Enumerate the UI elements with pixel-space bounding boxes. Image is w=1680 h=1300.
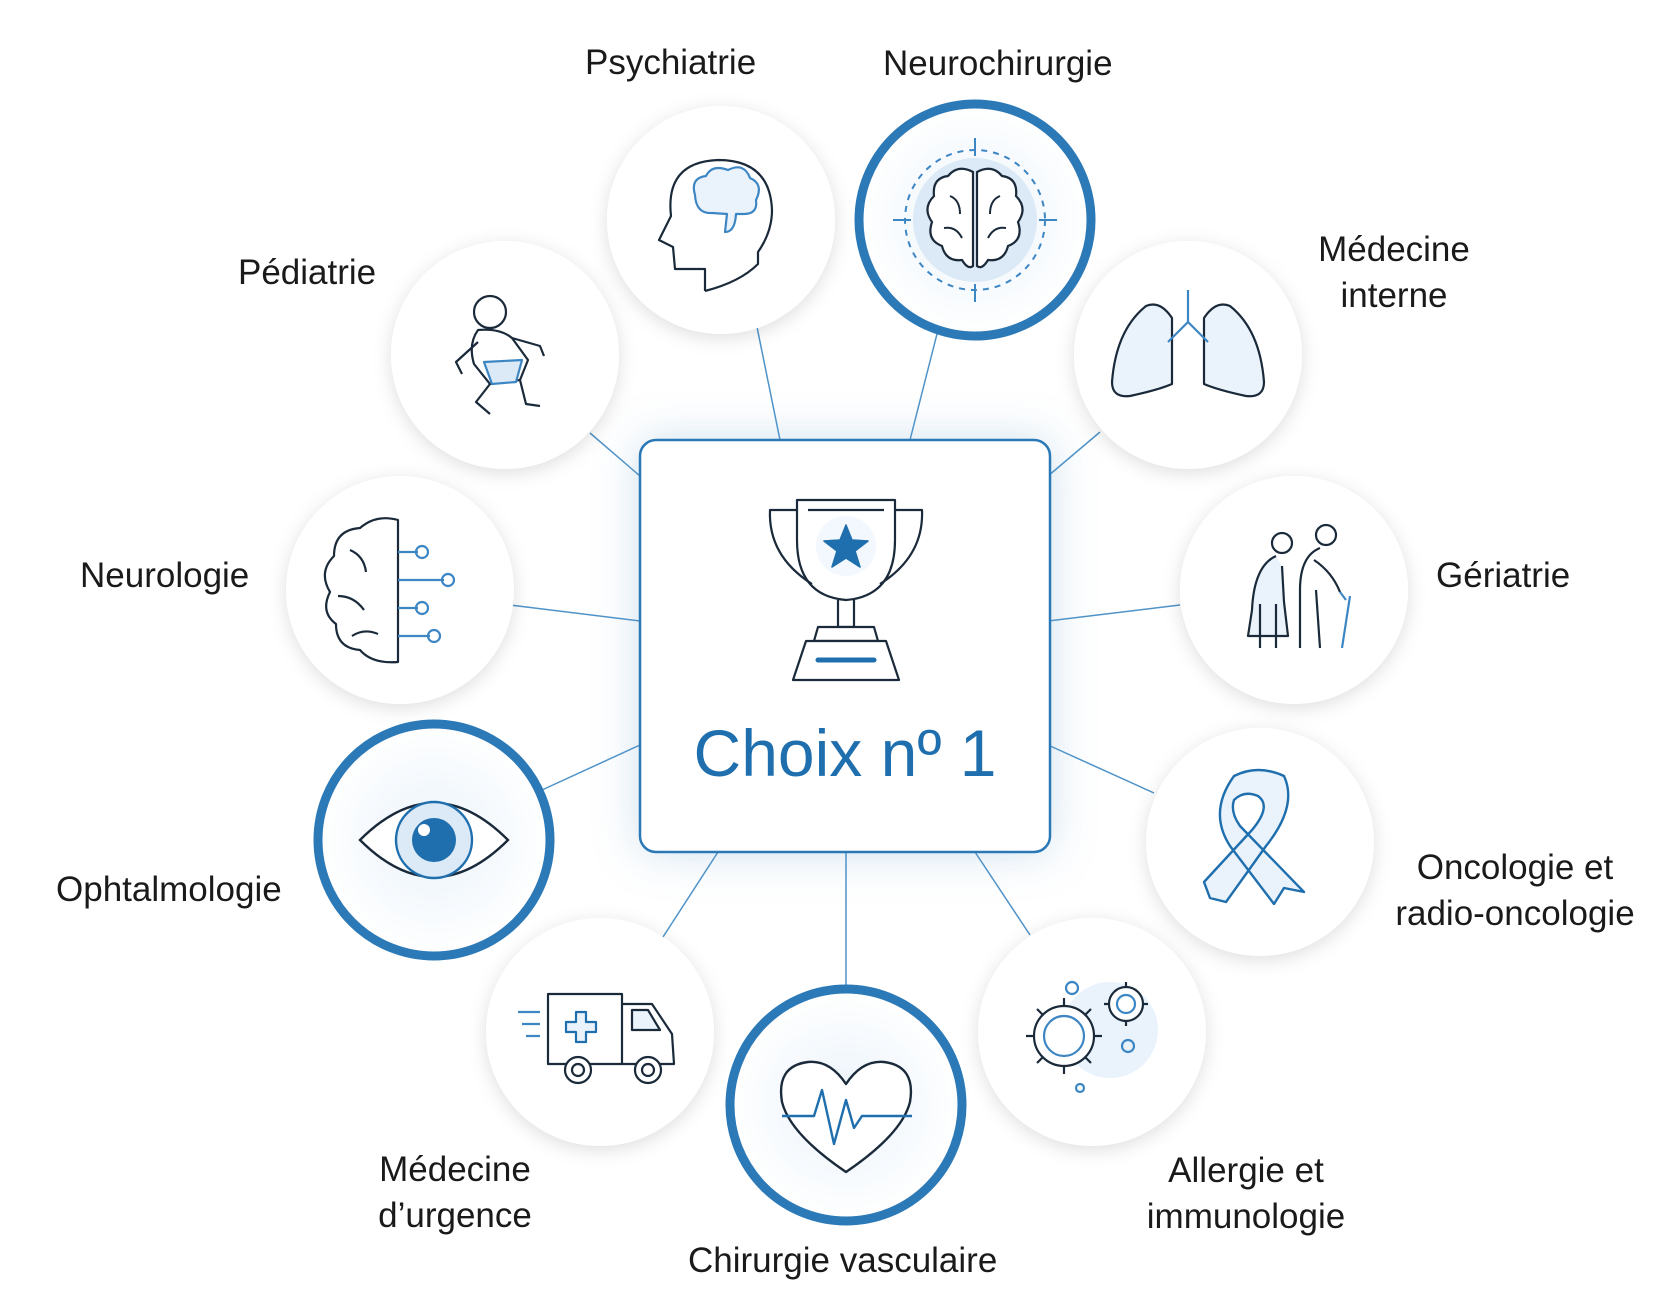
- virus-icon: [1026, 980, 1158, 1094]
- label-neurologie: Neurologie: [80, 556, 250, 595]
- circle-pediatrie: [391, 241, 619, 469]
- connector-allergie: [974, 851, 1031, 936]
- lungs-icon: [1110, 290, 1266, 398]
- brain-circuit-icon: [323, 517, 456, 664]
- connector-medecine-urgence: [662, 851, 719, 938]
- label-medecine-urgence: Médecine d’urgence: [378, 1150, 532, 1235]
- center-card: [638, 438, 1052, 854]
- label-medecine-interne: Médecine interne: [1318, 230, 1470, 315]
- label-chirurgie-vasculaire: Chirurgie vasculaire: [688, 1241, 998, 1280]
- circle-psychiatrie: [607, 106, 835, 334]
- brain-target-icon: [893, 138, 1057, 302]
- head-brain-icon: [657, 158, 774, 293]
- circle-allergie: [978, 918, 1206, 1146]
- label-psychiatrie: Psychiatrie: [585, 43, 757, 82]
- label-allergie: Allergie et immunologie: [1146, 1151, 1346, 1236]
- connector-medecine-interne: [1047, 431, 1101, 477]
- circle-neurologie: [286, 476, 514, 704]
- circle-medecine-urgence: [486, 918, 714, 1146]
- center-title: Choix nº 1: [693, 716, 997, 790]
- heart-pulse-icon: [779, 1060, 913, 1174]
- trophy-star-icon: [768, 498, 924, 682]
- connector-psychiatrie: [756, 326, 781, 441]
- label-oncologie: Oncologie et radio-oncologie: [1395, 848, 1635, 933]
- label-ophtalmologie: Ophtalmologie: [56, 870, 282, 909]
- circle-neurochirurgie: [854, 99, 1096, 341]
- label-geriatrie: Gériatrie: [1436, 556, 1571, 595]
- connector-ophtalmologie: [541, 744, 641, 791]
- circle-geriatrie: [1180, 476, 1408, 704]
- label-neurochirurgie: Neurochirurgie: [883, 44, 1113, 83]
- eye-icon: [358, 800, 510, 880]
- connector-geriatrie: [1047, 604, 1181, 622]
- connector-pediatrie: [589, 432, 641, 477]
- baby-icon: [454, 294, 546, 415]
- circle-chirurgie-vasculaire: [725, 984, 967, 1226]
- circle-ophtalmologie: [313, 719, 555, 961]
- ribbon-icon: [1202, 768, 1306, 906]
- elderly-couple-icon: [1246, 523, 1352, 649]
- circle-medecine-interne: [1074, 241, 1302, 469]
- connector-lines: [509, 326, 1181, 987]
- connector-oncologie: [1047, 744, 1155, 794]
- label-pediatrie: Pédiatrie: [238, 253, 377, 292]
- connector-neurochirurgie: [909, 329, 939, 441]
- ambulance-icon: [518, 992, 676, 1085]
- circle-oncologie: [1146, 728, 1374, 956]
- connector-neurologie: [509, 604, 641, 622]
